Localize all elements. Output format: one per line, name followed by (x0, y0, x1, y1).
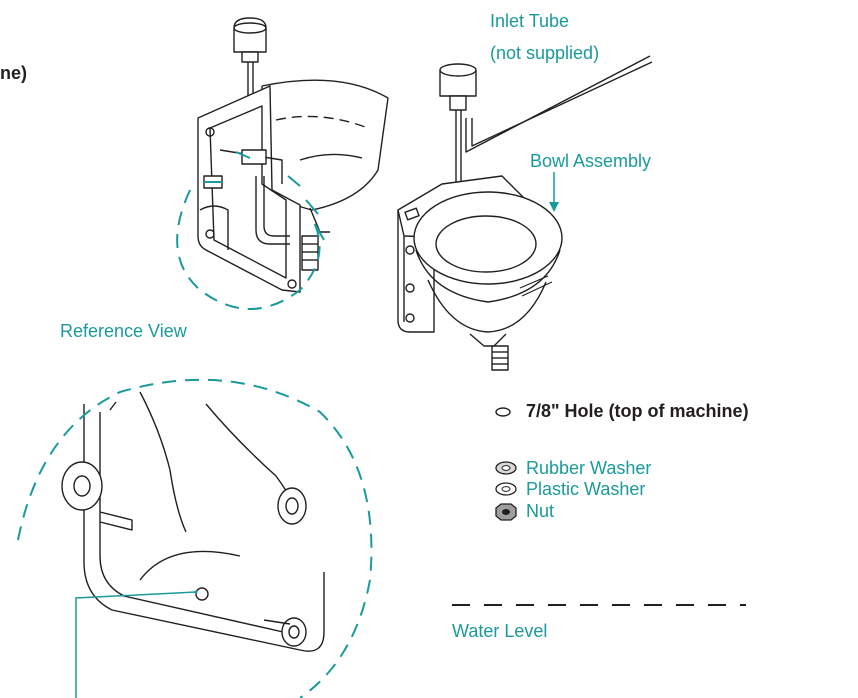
clipped-label: ne) (0, 63, 27, 83)
reference-view-drawing (197, 17, 389, 293)
plastic-washer-label: Plastic Washer (526, 479, 646, 499)
hole-label: 7/8" Hole (top of machine) (526, 401, 749, 421)
inlet-tube-label: Inlet Tube (490, 11, 570, 31)
not-supplied-label: (not supplied) (490, 43, 600, 63)
hole-leader-line (75, 591, 197, 698)
bowl-assembly-drawing (397, 55, 653, 371)
water-level-label: Water Level (452, 621, 548, 641)
plastic-washer-icon (495, 482, 517, 496)
bowl-assembly-label: Bowl Assembly (530, 151, 652, 171)
hole-icon (495, 407, 511, 417)
rubber-washer-icon (495, 461, 517, 475)
rubber-washer-label: Rubber Washer (526, 458, 652, 478)
reference-view-label: Reference View (60, 321, 187, 341)
reference-circle (176, 189, 321, 310)
detail-view-drawing (61, 391, 325, 652)
legend-icons (495, 407, 517, 521)
detail-circle (17, 378, 373, 698)
nut-label: Nut (526, 501, 555, 521)
nut-icon (495, 503, 517, 521)
